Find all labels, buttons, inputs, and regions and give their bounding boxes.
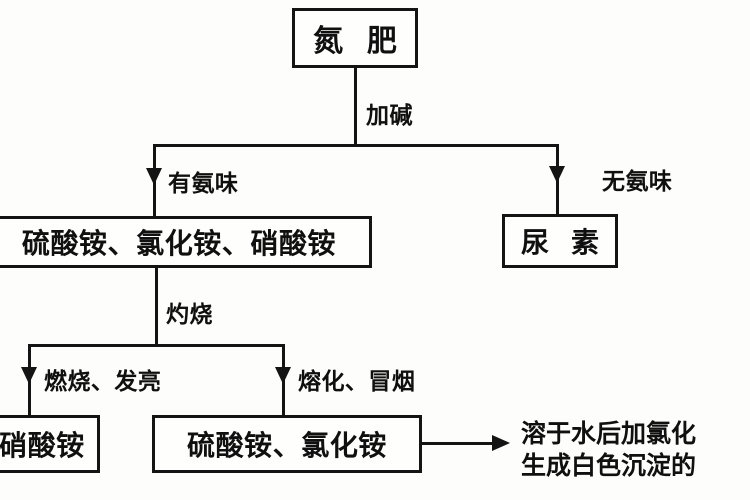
- node-sulfate-chloride-label: 硫酸铵、氯化铵: [187, 429, 387, 462]
- edge-label-has-ammonia-smell: 有氨味: [168, 171, 239, 197]
- edge-label-no-ammonia-smell: 无氨味: [602, 169, 673, 195]
- arrowhead-ammonia-smell: [146, 168, 162, 185]
- arrowhead-burns-glows: [21, 367, 37, 384]
- node-urea: 尿 素: [502, 214, 618, 268]
- caption-precipitate-line-2: 生成白色沉淀的: [521, 451, 697, 480]
- connector-split-bar-1: [153, 144, 559, 147]
- edge-label-melts-smokes: 熔化、冒烟: [298, 369, 416, 395]
- arrowhead-to-precipitate-caption: [492, 435, 510, 451]
- connector-to-precipitate-caption: [422, 442, 494, 445]
- node-sulfate-chloride: 硫酸铵、氯化铵: [152, 415, 422, 473]
- connector-fertilizer-stem: [354, 68, 357, 146]
- node-ammonium-salts-label: 硫酸铵、氯化铵、硝酸铵: [21, 227, 337, 260]
- node-ammonium-nitrate: 硝酸铵: [0, 415, 100, 473]
- caption-precipitate-line-1: 溶于水后加氯化: [521, 419, 697, 448]
- node-nitrogen-fertilizer-label: 氮 肥: [313, 24, 404, 59]
- node-ammonium-salts: 硫酸铵、氯化铵、硝酸铵: [0, 216, 372, 268]
- connector-salts-stem: [155, 268, 158, 346]
- node-nitrogen-fertilizer: 氮 肥: [292, 8, 418, 68]
- connector-split-bar-2: [28, 344, 285, 347]
- node-urea-label: 尿 素: [520, 226, 606, 259]
- edge-label-ignite: 灼烧: [166, 302, 213, 328]
- node-ammonium-nitrate-label: 硝酸铵: [0, 429, 85, 462]
- caption-precipitate-test: 溶于水后加氯化 生成白色沉淀的: [521, 418, 750, 482]
- edge-label-add-alkali: 加碱: [366, 103, 413, 129]
- arrowhead-no-ammonia-smell: [549, 166, 565, 183]
- arrowhead-melts-smokes: [275, 367, 291, 384]
- edge-label-burns-glows: 燃烧、发亮: [44, 369, 162, 395]
